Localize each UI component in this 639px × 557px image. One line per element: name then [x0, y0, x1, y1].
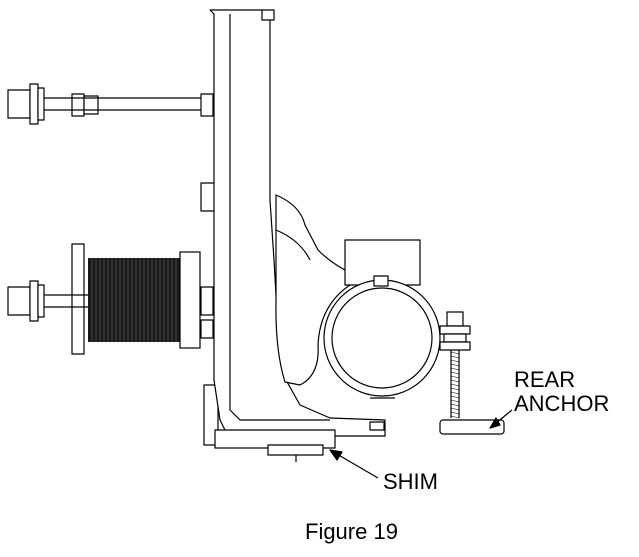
- threaded-spacer: [88, 251, 201, 349]
- elbow-body: [275, 194, 441, 399]
- lower-bolt-assembly: [7, 243, 214, 355]
- upper-bolt-assembly: [7, 83, 214, 125]
- rear-anchor-label-line2: ANCHOR: [514, 391, 610, 417]
- shim-label: SHIM: [383, 469, 438, 494]
- rear-anchor-assembly: [439, 311, 505, 435]
- anchor-thread: [450, 351, 460, 419]
- figure-caption: Figure 19: [305, 519, 398, 544]
- rear-anchor-label-line1: REAR: [514, 367, 576, 392]
- main-plate: [200, 9, 386, 462]
- rear-anchor-label: REAR ANCHOR: [514, 367, 610, 417]
